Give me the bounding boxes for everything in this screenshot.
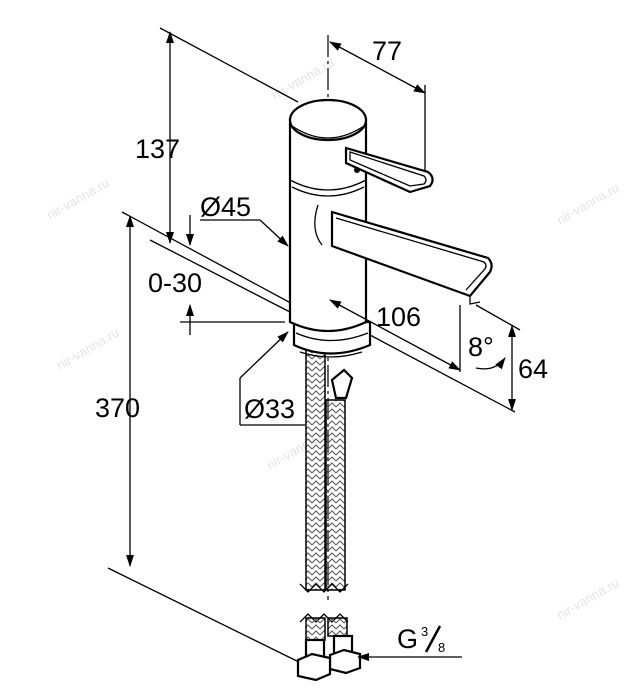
watermark: nir-vanna.ru (554, 575, 622, 623)
dimension-lines (126, 31, 516, 661)
dim-diameter-33: Ø33 (244, 394, 295, 424)
dim-137: 137 (135, 134, 180, 164)
dim-106: 106 (376, 302, 421, 332)
dim-64: 64 (518, 354, 548, 384)
dim-370: 370 (95, 393, 140, 423)
thread-denominator: 8 (438, 640, 445, 655)
watermark: nir-vanna.ru (269, 55, 337, 103)
dim-0-30: 0-30 (148, 268, 202, 298)
thread-letter: G (397, 624, 418, 654)
thread-numerator: 3 (421, 624, 428, 639)
faucet-body (288, 98, 368, 333)
watermark: nir-vanna.ru (44, 175, 112, 223)
dim-diameter-45: Ø45 (200, 192, 251, 222)
hoses (299, 349, 354, 641)
faucet-lever (344, 146, 434, 194)
watermark: nir-vanna.ru (554, 180, 622, 228)
watermark: nir-vanna.ru (54, 325, 122, 373)
dim-angle-8: 8° (468, 332, 494, 362)
dim-77: 77 (372, 36, 402, 66)
faucet-spout (330, 210, 493, 305)
hose-connectors (296, 634, 362, 682)
thread-label: G 3 8 (397, 624, 445, 655)
